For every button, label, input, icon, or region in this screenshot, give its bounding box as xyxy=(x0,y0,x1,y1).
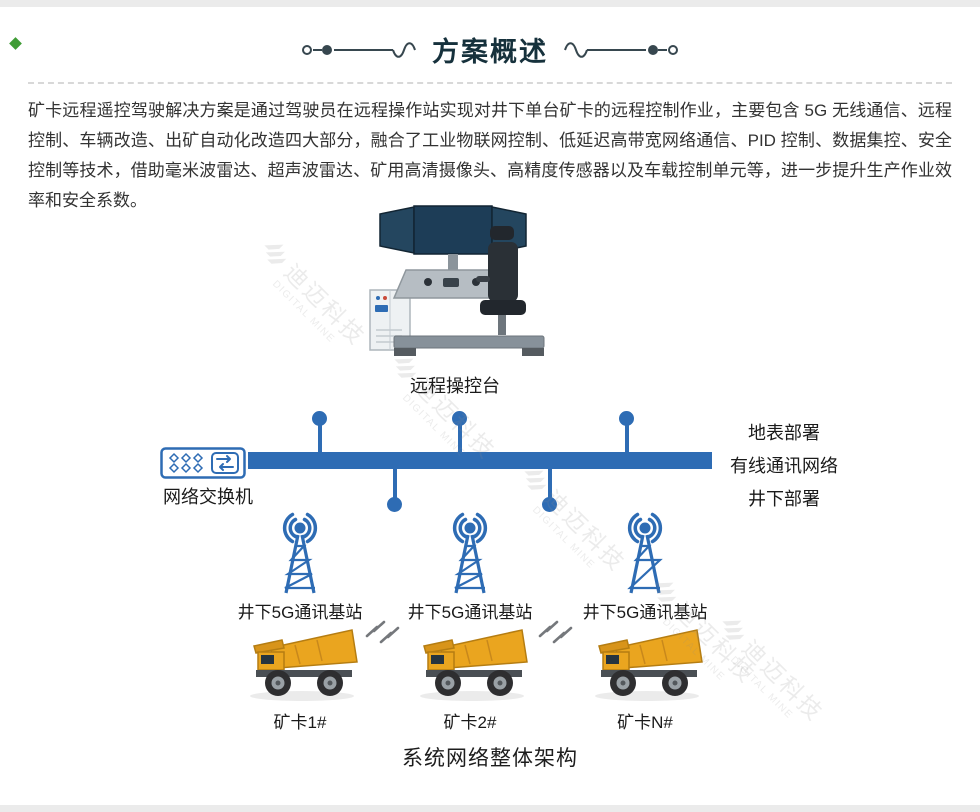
title-flourish-right-icon xyxy=(564,41,678,58)
operator-chair xyxy=(476,226,526,335)
truck-label: 矿卡2# xyxy=(443,713,497,732)
network-node-dot xyxy=(452,411,467,426)
base-station-label: 井下5G通讯基站 xyxy=(407,603,533,622)
remote-console-illustration xyxy=(369,205,545,356)
connector-stem xyxy=(318,424,322,454)
surface-deploy-label: 地表部署 xyxy=(748,423,820,443)
watermark-logo-icon xyxy=(264,244,287,264)
connector-stem xyxy=(548,469,552,499)
page-title: 方案概述 xyxy=(432,37,548,67)
wired-network-backbone xyxy=(248,452,712,469)
network-node-dot xyxy=(542,497,557,512)
base-station-label: 井下5G通讯基站 xyxy=(582,603,708,622)
bottom-divider xyxy=(0,805,980,812)
wireless-link-icon xyxy=(538,620,573,644)
network-switch-icon xyxy=(160,447,246,479)
wireless-link-icon xyxy=(365,620,400,644)
top-divider xyxy=(0,0,980,7)
watermark-text: 迪迈科技 DIGITAL MINE xyxy=(728,634,830,727)
truck-label: 矿卡1# xyxy=(273,713,327,732)
watermark: 迪迈科技 DIGITAL MINE xyxy=(703,605,834,736)
mining-truck-illustration xyxy=(595,629,703,701)
solution-description: 矿卡远程遥控驾驶解决方案是通过驾驶员在远程操作站实现对井下单台矿卡的远程控制作业… xyxy=(28,101,952,210)
console-label: 远程操控台 xyxy=(410,376,500,396)
section-header: 方案概述 xyxy=(0,30,980,69)
mining-truck-illustration xyxy=(420,629,528,701)
dashed-divider xyxy=(28,82,952,84)
base-station-icon xyxy=(627,512,663,594)
deployment-labels: 地表部署 有线通讯网络 井下部署 xyxy=(716,417,852,516)
underground-deploy-label: 井下部署 xyxy=(748,489,820,509)
console-platform xyxy=(393,335,545,356)
base-station-icon xyxy=(452,512,488,594)
diagram-caption: 系统网络整体架构 xyxy=(402,747,578,770)
network-node-dot xyxy=(387,497,402,512)
switch-label: 网络交换机 xyxy=(163,487,253,507)
network-node-dot xyxy=(312,411,327,426)
connector-stem xyxy=(393,469,397,499)
base-station-label: 井下5G通讯基站 xyxy=(237,603,363,622)
connector-stem xyxy=(458,424,462,454)
network-node-dot xyxy=(619,411,634,426)
wired-network-label: 有线通讯网络 xyxy=(730,456,838,476)
truck-label: 矿卡N# xyxy=(617,713,673,732)
title-flourish-left-icon xyxy=(302,41,416,58)
console-monitors xyxy=(379,205,527,270)
mining-truck-illustration xyxy=(250,629,358,701)
base-station-icon xyxy=(282,512,318,594)
connector-stem xyxy=(625,424,629,454)
